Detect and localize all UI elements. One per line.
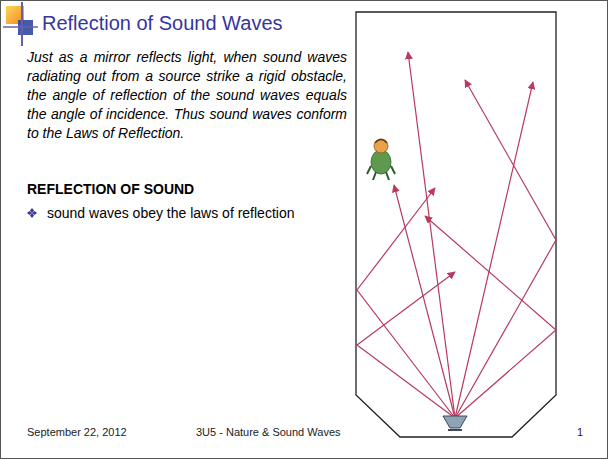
sound-ray: [425, 216, 556, 418]
sound-ray: [357, 272, 455, 418]
slide-title: Reflection of Sound Waves: [42, 11, 283, 35]
header-rule: [28, 39, 602, 41]
listener-figure: [367, 139, 395, 180]
sound-ray: [408, 52, 455, 418]
sound-ray: [394, 185, 455, 418]
room-outline: [356, 12, 556, 437]
section-heading: REFLECTION OF SOUND: [27, 180, 194, 198]
listener-head: [374, 139, 388, 153]
bullet-symbol: [27, 208, 37, 218]
sound-ray: [455, 80, 556, 418]
sound-rays: [357, 52, 556, 418]
sound-ray: [455, 82, 533, 418]
listener-hair: [375, 140, 387, 144]
slide-number: 1: [577, 425, 583, 439]
body-paragraph: Just as a mirror reflects light, when so…: [27, 48, 347, 143]
listener-limbs: [367, 166, 395, 180]
bullet-petal: [27, 211, 32, 215]
speaker-base: [448, 429, 462, 431]
footer-course: 3U5 - Nature & Sound Waves: [196, 425, 341, 439]
speaker-symbol: [443, 416, 467, 428]
bullet-petal: [32, 211, 37, 215]
bullet-text: sound waves obey the laws of reflection: [47, 202, 347, 224]
logo-line: [21, 2, 23, 46]
footer-date: September 22, 2012: [27, 425, 127, 439]
listener-body: [371, 150, 391, 174]
logo-line: [3, 26, 38, 28]
